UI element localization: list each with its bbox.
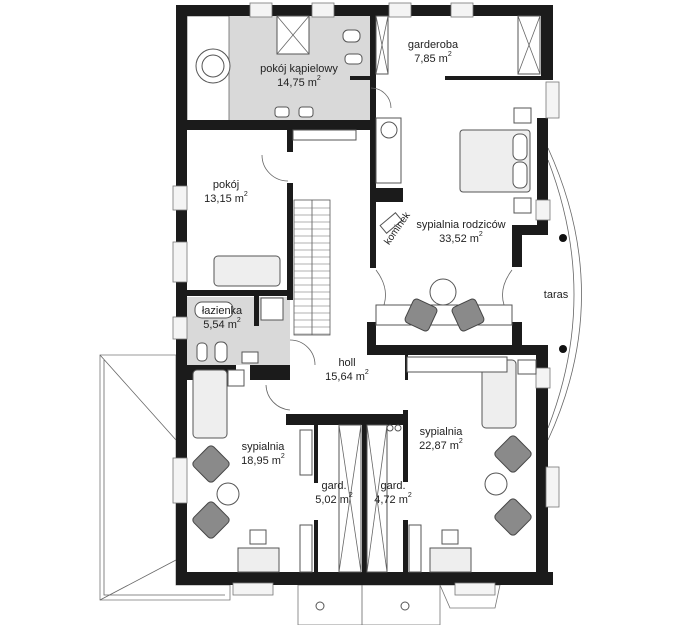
label-bedroom-left: sypialnia 18,95 m2 [241, 440, 285, 468]
label-small-bath: łazienka 5,54 m2 [202, 304, 242, 332]
label-bathroom: pokój kąpielowy 14,75 m2 [260, 62, 338, 90]
unit-sup: 2 [407, 492, 412, 499]
room-name: pokój kąpielowy [260, 63, 338, 75]
label-closet-right: gard. 4,72 m2 [374, 479, 412, 507]
unit-sup: 2 [364, 369, 369, 376]
bathroom-fixtures [194, 15, 363, 364]
room-area: 33,52 m [439, 233, 479, 245]
room-name: sypialnia [241, 441, 285, 453]
room-name: taras [543, 289, 569, 301]
terrace-outline [547, 147, 582, 441]
unit-sup: 2 [316, 75, 321, 82]
room-name: gard. [321, 480, 347, 492]
room-name: sypialnia rodziców [416, 219, 506, 231]
unit-sup: 2 [348, 492, 353, 499]
room-name: sypialnia [419, 426, 463, 438]
unit-sup: 2 [447, 51, 452, 58]
doors [261, 87, 513, 411]
walls [176, 5, 553, 585]
room-area: 13,15 m [204, 193, 244, 205]
room-name: holl [338, 357, 356, 369]
unit-sup: 2 [458, 438, 463, 445]
label-room: pokój 13,15 m2 [204, 178, 248, 206]
room-name: łazienka [201, 305, 243, 317]
room-name: pokój [212, 179, 240, 191]
unit-sup: 2 [280, 453, 285, 460]
furniture [192, 129, 537, 573]
unit-sup: 2 [236, 317, 241, 324]
label-hall: holl 15,64 m2 [325, 356, 369, 384]
label-terrace: taras [544, 288, 568, 302]
room-name: gard. [380, 480, 406, 492]
master-furniture [375, 107, 532, 332]
label-master-bedroom: sypialnia rodziców 33,52 m2 [416, 218, 505, 246]
room-area: 7,85 m [414, 53, 448, 65]
unit-sup: 2 [478, 231, 483, 238]
room-area: 5,02 m [315, 494, 349, 506]
room-area: 5,54 m [203, 319, 237, 331]
room-area: 22,87 m [419, 440, 459, 452]
room-area: 14,75 m [277, 77, 317, 89]
room-area: 18,95 m [241, 455, 281, 467]
room-name: garderoba [407, 39, 459, 51]
staircase [293, 199, 331, 336]
room-area: 4,72 m [374, 494, 408, 506]
label-bedroom-right: sypialnia 22,87 m2 [419, 425, 463, 453]
wardrobe-shelves [338, 15, 541, 573]
windows [172, 2, 560, 596]
unit-sup: 2 [243, 191, 248, 198]
label-wardrobe: garderoba 7,85 m2 [408, 38, 458, 66]
room-area: 15,64 m [325, 371, 365, 383]
label-closet-left: gard. 5,02 m2 [315, 479, 353, 507]
